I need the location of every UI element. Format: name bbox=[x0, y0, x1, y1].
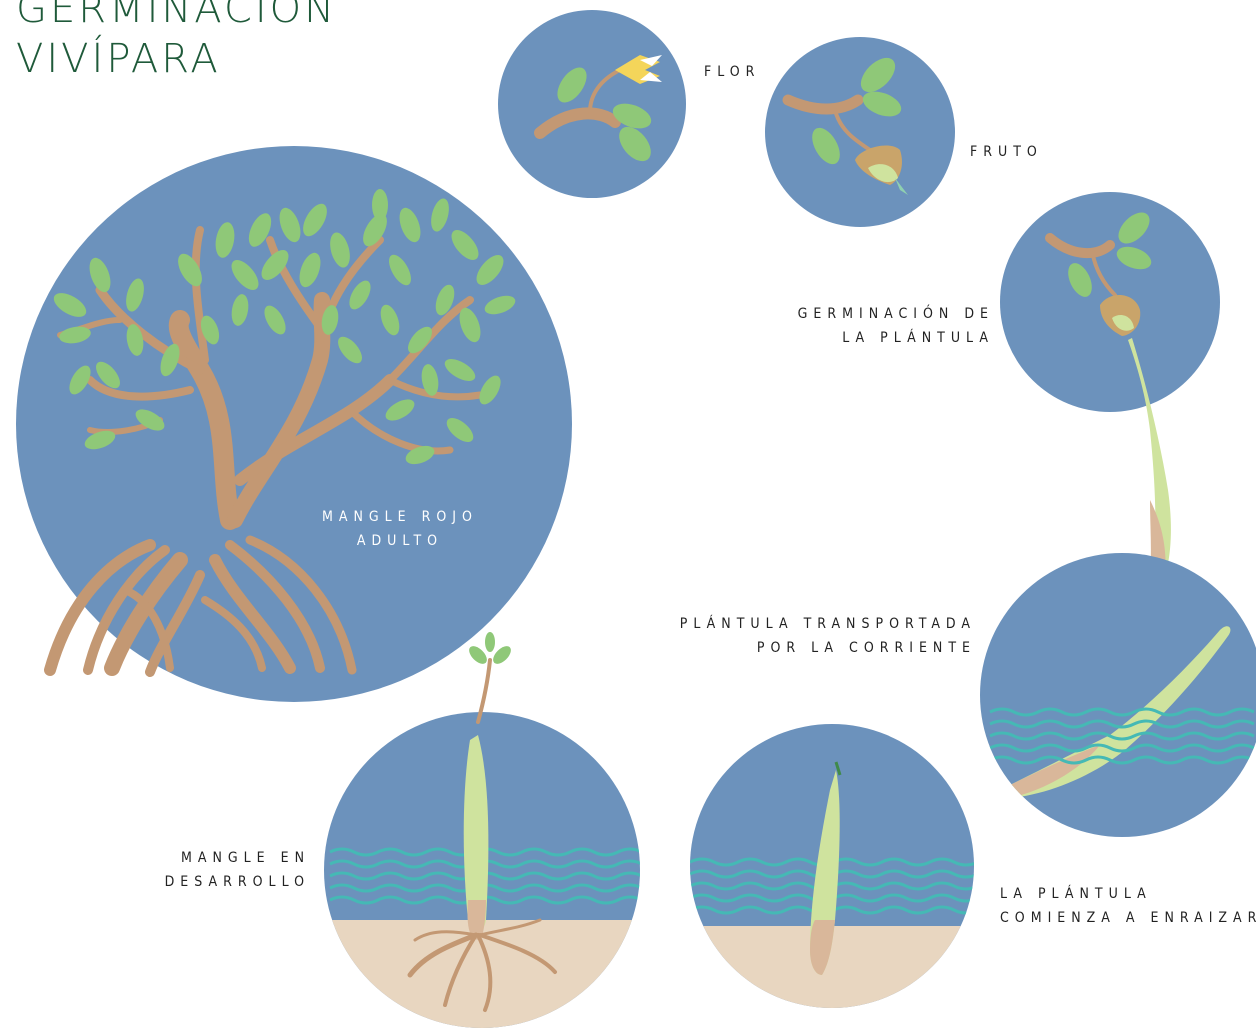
adult-tree-leaves bbox=[53, 189, 516, 465]
germination-branch bbox=[1045, 233, 1115, 259]
fruit-leaf bbox=[862, 91, 902, 117]
label-germinacion: GERMINACIÓN DE LA PLÁNTULA bbox=[798, 302, 994, 350]
sprout-leaf bbox=[485, 632, 495, 652]
transport-water bbox=[989, 707, 1255, 765]
fruit-icon bbox=[855, 145, 908, 195]
label-enraizar-line-2: COMIENZA A ENRAIZAR bbox=[1000, 910, 1256, 926]
label-transportada-line-1: PLÁNTULA TRANSPORTADA bbox=[679, 616, 976, 632]
label-desarrollo-line-1: MANGLE EN bbox=[180, 850, 310, 866]
label-adulto: MANGLE ROJO ADULTO bbox=[322, 505, 478, 553]
flower-leaf bbox=[612, 103, 652, 129]
diagram-title: GERMINACIÓN VIVÍPARA bbox=[16, 0, 337, 84]
label-germinacion-line-1: GERMINACIÓN DE bbox=[797, 306, 994, 322]
label-enraizar-line-1: LA PLÁNTULA bbox=[1000, 886, 1152, 902]
fruit-stage bbox=[765, 37, 955, 227]
germination-leaf bbox=[1116, 246, 1152, 270]
title-line-2: VIVÍPARA bbox=[16, 36, 221, 82]
label-transportada-line-2: POR LA CORRIENTE bbox=[756, 640, 976, 656]
flower-leaf bbox=[619, 126, 651, 162]
label-transportada: PLÁNTULA TRANSPORTADA POR LA CORRIENTE bbox=[680, 612, 976, 660]
development-stage bbox=[324, 632, 640, 1028]
young-mangrove-sprout bbox=[476, 658, 492, 724]
label-enraizar: LA PLÁNTULA COMIENZA A ENRAIZAR bbox=[1000, 882, 1256, 930]
flower-branch bbox=[534, 107, 621, 139]
germination-stage bbox=[1000, 192, 1220, 587]
label-desarrollo-line-2: DESARROLLO bbox=[164, 874, 310, 890]
label-desarrollo: MANGLE EN DESARROLLO bbox=[165, 846, 310, 894]
label-adulto-line-2: ADULTO bbox=[356, 533, 444, 549]
fruit-circle bbox=[765, 37, 955, 227]
fruit-branch bbox=[782, 94, 864, 115]
sprout-leaf bbox=[469, 646, 487, 664]
flower-stage bbox=[498, 10, 686, 198]
label-fruto: FRUTO bbox=[970, 144, 1043, 160]
flower-leaf bbox=[557, 67, 587, 103]
young-mangrove-roots bbox=[407, 918, 557, 1012]
rooting-soil bbox=[690, 926, 974, 1008]
label-adulto-line-1: MANGLE ROJO bbox=[322, 509, 478, 525]
fruit-leaf bbox=[812, 127, 840, 165]
transport-stage bbox=[980, 553, 1256, 837]
adult-mangrove-stage bbox=[16, 146, 572, 702]
title-line-1: GERMINACIÓN bbox=[16, 0, 338, 32]
germination-leaf bbox=[1068, 263, 1092, 297]
young-mangrove-stem bbox=[463, 735, 489, 932]
label-germinacion-line-2: LA PLÁNTULA bbox=[842, 330, 994, 346]
flower-icon bbox=[615, 55, 662, 84]
germination-leaf bbox=[1118, 212, 1150, 244]
rooting-stage bbox=[690, 724, 974, 1008]
sprout-leaf bbox=[493, 646, 511, 664]
label-flor: FLOR bbox=[704, 64, 761, 80]
fruit-leaf bbox=[860, 57, 896, 93]
